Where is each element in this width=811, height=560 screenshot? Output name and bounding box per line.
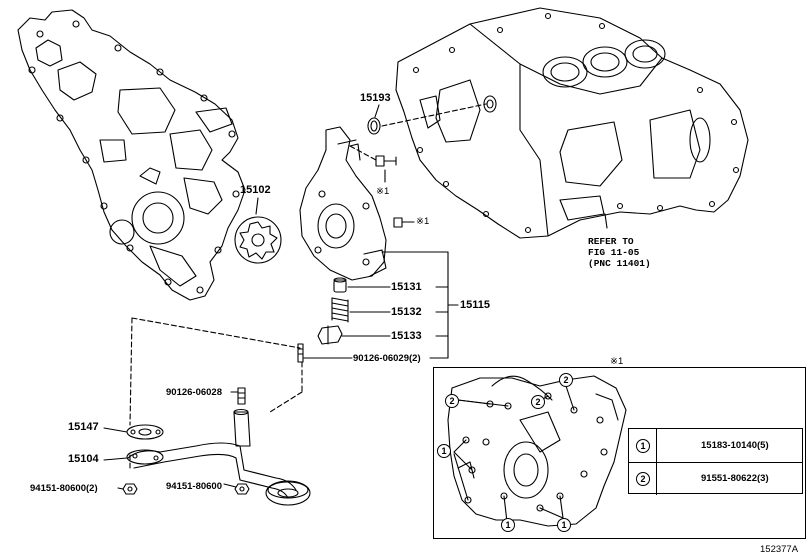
refer-line-2: FIG 11-05 — [588, 247, 640, 258]
legend-divider — [656, 429, 657, 462]
note-mark-a: ※1 — [376, 186, 390, 197]
legend-part-1: 15183-10140(5) — [701, 440, 769, 451]
relief-valve — [333, 277, 347, 293]
legend-num-2: 2 — [636, 472, 650, 486]
strainer-gasket — [126, 424, 164, 440]
label-15193: 15193 — [360, 92, 391, 104]
callout-2-b: 2 — [531, 395, 545, 409]
valve-plug — [317, 325, 343, 345]
label-94151-80600-2: 94151-80600(2) — [30, 483, 98, 494]
timing-chain-cover — [17, 9, 246, 301]
label-15102: 15102 — [240, 184, 271, 196]
inset-block-view — [447, 375, 627, 527]
inset-title-mark: ※1 — [610, 356, 624, 367]
legend-divider — [656, 462, 657, 495]
inset-frame — [433, 367, 806, 539]
note-mark-b: ※1 — [416, 216, 430, 227]
callout-2-a: 2 — [445, 394, 459, 408]
oil-pump-body — [299, 126, 387, 281]
callout-1-b: 1 — [501, 518, 515, 532]
legend-num-1: 1 — [636, 439, 650, 453]
strainer-leaders — [103, 427, 128, 461]
strainer-nuts — [117, 483, 250, 495]
label-15133: 15133 — [391, 330, 422, 342]
callout-2-c: 2 — [559, 373, 573, 387]
callout-1-c: 1 — [557, 518, 571, 532]
label-15131: 15131 — [391, 281, 422, 293]
refer-line-1: REFER TO — [588, 236, 634, 247]
label-15132: 15132 — [391, 306, 422, 318]
legend-row-1: 1 15183-10140(5) — [629, 429, 802, 463]
oil-pump-rotor — [234, 216, 282, 264]
oil-seal — [367, 117, 381, 135]
refer-line-3: (PNC 11401) — [588, 258, 651, 269]
label-15147: 15147 — [68, 421, 99, 433]
callout-1-a: 1 — [437, 444, 451, 458]
strainer-bolt — [230, 387, 246, 405]
label-15115: 15115 — [460, 299, 490, 311]
stud-bolt — [297, 343, 304, 363]
legend-table: 1 15183-10140(5) 2 91551-80622(3) — [628, 428, 803, 495]
label-90126-06029: 90126-06029(2) — [353, 353, 421, 364]
label-94151-80600: 94151-80600 — [166, 481, 222, 492]
legend-part-2: 91551-80622(3) — [701, 473, 769, 484]
pump-bolts — [375, 155, 415, 228]
legend-row-2: 2 91551-80622(3) — [629, 462, 802, 495]
pump-leaders — [255, 104, 459, 359]
dashed-guides — [129, 103, 487, 469]
cylinder-block — [395, 7, 749, 239]
label-90126-06028: 90126-06028 — [166, 387, 222, 398]
oil-strainer — [126, 408, 311, 506]
figure-id: 152377A — [760, 544, 799, 555]
valve-spring — [331, 297, 349, 323]
label-15104: 15104 — [68, 453, 99, 465]
